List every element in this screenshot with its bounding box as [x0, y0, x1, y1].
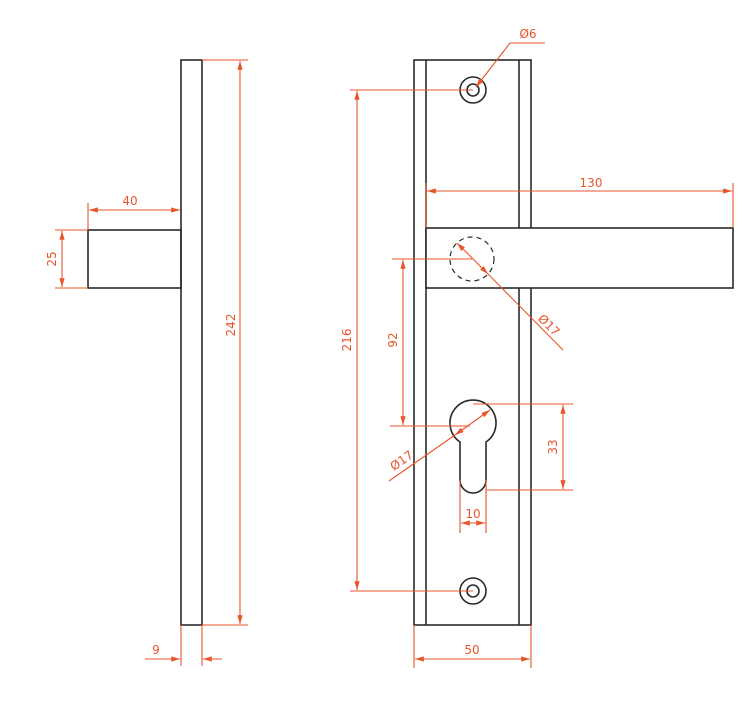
front-plate — [413, 59, 532, 626]
dim-label: 242 — [224, 314, 238, 337]
dim-cylinder-height: 33 — [473, 403, 573, 491]
dim-label: Ø17 — [388, 448, 416, 474]
dim-hole-spacing: 216 — [340, 89, 473, 592]
dim-plate-width: 50 — [413, 625, 532, 668]
cylinder-cutout — [449, 399, 497, 494]
dim-label: 216 — [340, 329, 354, 352]
dim-label: 10 — [465, 507, 480, 521]
dim-plate-thickness: 9 — [145, 625, 222, 666]
dim-label: 25 — [45, 251, 59, 266]
dim-cylinder-slot-width: 10 — [459, 480, 487, 533]
dim-plate-height: 242 — [202, 59, 248, 626]
dim-handle-length: 130 — [425, 176, 734, 228]
dim-label: 50 — [464, 643, 479, 657]
dim-label: 33 — [546, 439, 560, 454]
spindle-hole-hidden — [449, 236, 495, 282]
side-plate — [180, 59, 203, 626]
dim-label: 130 — [580, 176, 603, 190]
dim-side-handle-length: 40 — [87, 194, 180, 230]
side-handle — [87, 229, 182, 289]
dim-side-handle-height: 25 — [45, 229, 88, 289]
dim-screw-hole-diameter: Ø6 — [475, 27, 545, 88]
dim-label: Ø17 — [535, 311, 562, 338]
dim-label: Ø6 — [519, 27, 536, 41]
dim-label: 40 — [122, 194, 137, 208]
side-view: 40 25 242 9 — [45, 59, 248, 666]
front-view: Ø6 216 130 Ø17 92 Ø17 — [340, 27, 734, 668]
dim-label: 92 — [386, 332, 400, 347]
dim-label: 9 — [152, 643, 160, 657]
